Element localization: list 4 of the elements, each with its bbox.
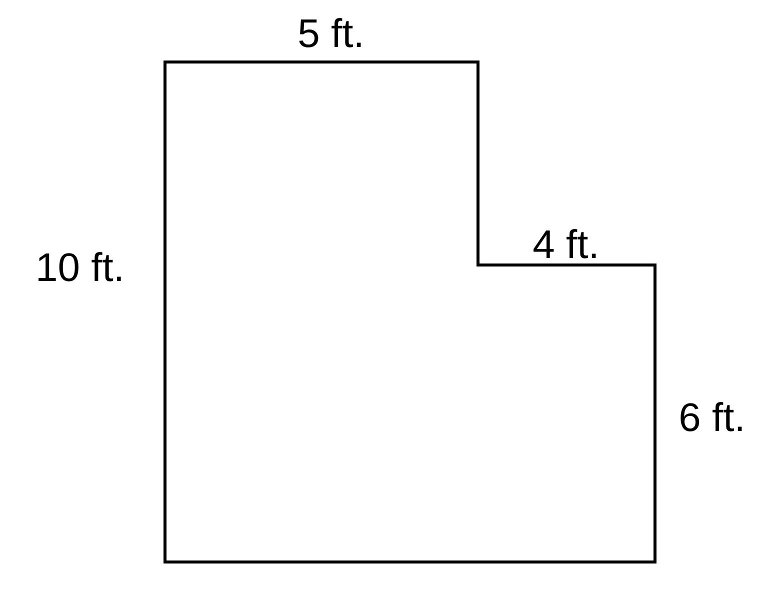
dimension-label: 10 ft. xyxy=(36,246,124,290)
dimension-label: 4 ft. xyxy=(532,223,600,267)
dimension-label: 5 ft. xyxy=(298,12,364,56)
dimension-label: 6 ft. xyxy=(678,396,746,440)
